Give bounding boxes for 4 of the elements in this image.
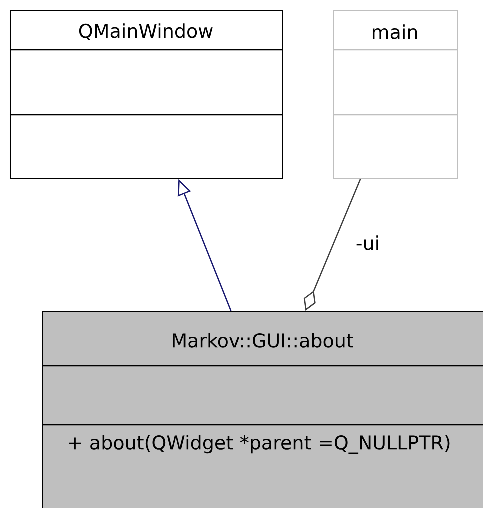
- edge-label: -ui: [354, 234, 382, 252]
- class-box: main: [333, 10, 458, 180]
- class-box: QMainWindow: [10, 10, 284, 180]
- class-box: Markov::GUI::about + about(QWidget *parent =Q_NULLPTR): [42, 311, 483, 508]
